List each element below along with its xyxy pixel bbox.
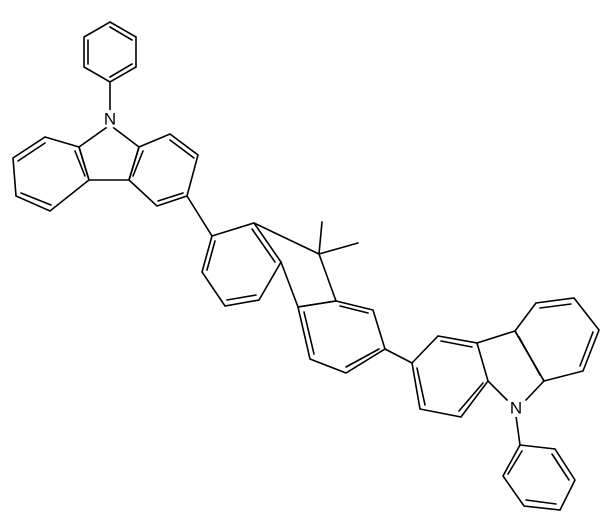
methyl-bond-left <box>318 221 323 255</box>
fluorene-core <box>201 221 386 374</box>
bond-fluorene-to-carbazole-bottom <box>384 348 413 364</box>
bottom-phenyl-ring <box>502 444 576 511</box>
methyl-bond-right <box>318 242 359 255</box>
bond-carbazole-top-to-fluorene <box>186 195 213 237</box>
top-carbazole <box>12 124 199 212</box>
bottom-carbazole <box>411 297 600 418</box>
top-phenyl-ring <box>83 21 137 83</box>
atom-label-nitrogen-bottom: N <box>510 398 522 417</box>
atom-label-nitrogen-top: N <box>104 109 116 128</box>
bond-n-bottom-to-phenyl <box>515 415 521 446</box>
